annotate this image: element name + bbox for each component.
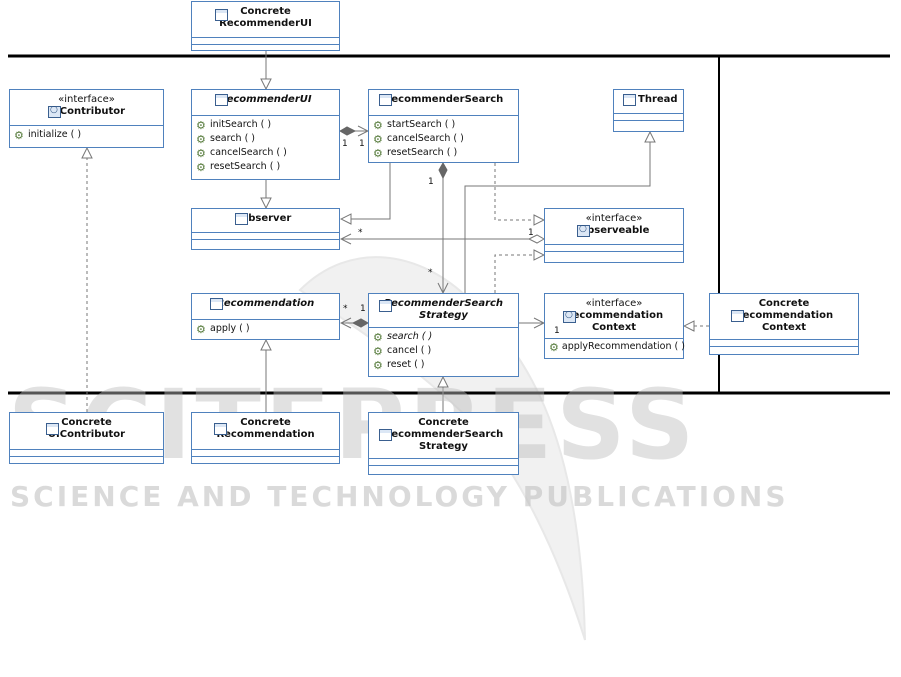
- class-name: Concrete Recommendation: [216, 417, 315, 440]
- class-concrete-recommender-search-strategy: Concrete RecommenderSearch Strategy: [368, 412, 519, 475]
- method-label: search ( ): [210, 133, 256, 144]
- real-search-observeable: [494, 163, 544, 220]
- class-icon: [210, 298, 223, 310]
- class-concrete-uicontributor: Concrete UIContributor: [9, 412, 164, 464]
- stereotype: «interface»: [585, 298, 643, 309]
- class-concrete-recommendation-context: Concrete Recommendation Context: [709, 293, 859, 355]
- class-icon: [214, 423, 227, 435]
- class-name: Observeable: [578, 225, 650, 236]
- method-icon: ⚙: [196, 118, 206, 132]
- mult-search-strategy-top: 1: [428, 177, 434, 187]
- class-icon: [46, 423, 59, 435]
- method-icon: ⚙: [373, 344, 383, 358]
- method-label: startSearch ( ): [387, 119, 456, 130]
- mult-recommendation-star: *: [343, 304, 348, 314]
- mult-observer-star: *: [358, 228, 363, 238]
- class-name: Concrete Recommendation Context: [734, 298, 834, 333]
- interface-uicontributor: «interface» UIContributor ⚙ initialize ( …: [9, 89, 164, 148]
- class-name: Thread: [638, 94, 678, 105]
- mult-ui-search-right: 1: [359, 139, 365, 149]
- method-label: apply ( ): [210, 323, 250, 334]
- interface-recommendation-context: «interface» Recommendation Context ⚙appl…: [544, 293, 685, 359]
- class-name: Concrete RecommenderSearch Strategy: [383, 417, 504, 452]
- method-label: search ( ): [387, 331, 433, 342]
- class-icon: [623, 94, 636, 106]
- class-icon: [215, 94, 228, 106]
- class-icon: [379, 429, 392, 441]
- class-thread: Thread: [613, 89, 684, 132]
- mult-search-strategy-bottom: *: [428, 268, 433, 278]
- method-icon: ⚙: [196, 146, 206, 160]
- class-observer: Observer: [191, 208, 340, 250]
- class-name: Recommendation Context: [564, 310, 664, 333]
- class-icon: [215, 9, 228, 21]
- class-icon: [235, 213, 248, 225]
- class-name: Concrete UIContributor: [47, 417, 126, 440]
- gen-search-observer: [341, 163, 391, 219]
- gen-strategy-thread: [464, 132, 650, 293]
- class-concrete-recommender-ui: Concrete RecommenderUI: [191, 1, 340, 51]
- class-name: Concrete RecommenderUI: [219, 6, 312, 29]
- method-icon: ⚙: [373, 132, 383, 146]
- mult-strategy-recommendation-one: 1: [360, 304, 366, 314]
- class-name: RecommenderUI: [219, 94, 312, 105]
- class-recommender-search: RecommenderSearch ⚙ startSearch ( ) ⚙ canc…: [368, 89, 519, 163]
- stereotype: «interface»: [58, 94, 115, 105]
- mult-context-one: 1: [554, 326, 560, 336]
- method-label: initialize ( ): [28, 129, 82, 140]
- method-icon: ⚙: [373, 146, 383, 160]
- method-label: reset ( ): [387, 359, 425, 370]
- method-label: initSearch ( ): [210, 119, 272, 130]
- class-name: Recommendation: [216, 298, 315, 309]
- interface-observeable: «interface» Observeable: [544, 208, 684, 263]
- method-label: cancelSearch ( ): [387, 133, 464, 144]
- method-icon: ⚙: [373, 330, 383, 344]
- interface-icon: [577, 223, 590, 237]
- method-icon: ⚙: [14, 128, 24, 142]
- class-name: RecommenderSearch Strategy: [383, 298, 504, 321]
- method-icon: ⚙: [549, 340, 559, 354]
- method-icon: ⚙: [373, 118, 383, 132]
- class-recommender-ui: RecommenderUI ⚙ initSearch ( ) ⚙ search ( …: [191, 89, 340, 180]
- method-label: applyRecommendation ( ): [561, 341, 685, 352]
- stereotype: «interface»: [585, 213, 643, 224]
- method-icon: ⚙: [196, 322, 206, 336]
- watermark-subtitle: SCIENCE AND TECHNOLOGY PUBLICATIONS: [10, 480, 789, 513]
- interface-icon: [563, 309, 576, 323]
- class-name: UIContributor: [47, 106, 126, 117]
- class-name: RecommenderSearch: [383, 94, 504, 105]
- method-label: cancel ( ): [387, 345, 432, 356]
- class-name: Observer: [239, 213, 292, 224]
- method-icon: ⚙: [196, 132, 206, 146]
- method-label: cancelSearch ( ): [210, 147, 287, 158]
- class-concrete-recommendation: Concrete Recommendation: [191, 412, 340, 464]
- mult-ui-search-left: 1: [342, 139, 348, 149]
- class-recommendation: Recommendation ⚙ apply ( ): [191, 293, 340, 340]
- method-label: resetSearch ( ): [387, 147, 458, 158]
- class-icon: [731, 310, 744, 322]
- mult-observeable-one: 1: [528, 228, 534, 238]
- class-recommender-search-strategy: RecommenderSearch Strategy ⚙ search ( ) ⚙…: [368, 293, 519, 377]
- real-strategy-observeable: [494, 255, 544, 293]
- method-icon: ⚙: [373, 358, 383, 372]
- interface-icon: [48, 104, 61, 118]
- class-icon: [379, 300, 392, 312]
- method-icon: ⚙: [196, 160, 206, 174]
- class-icon: [379, 94, 392, 106]
- method-label: resetSearch ( ): [210, 161, 281, 172]
